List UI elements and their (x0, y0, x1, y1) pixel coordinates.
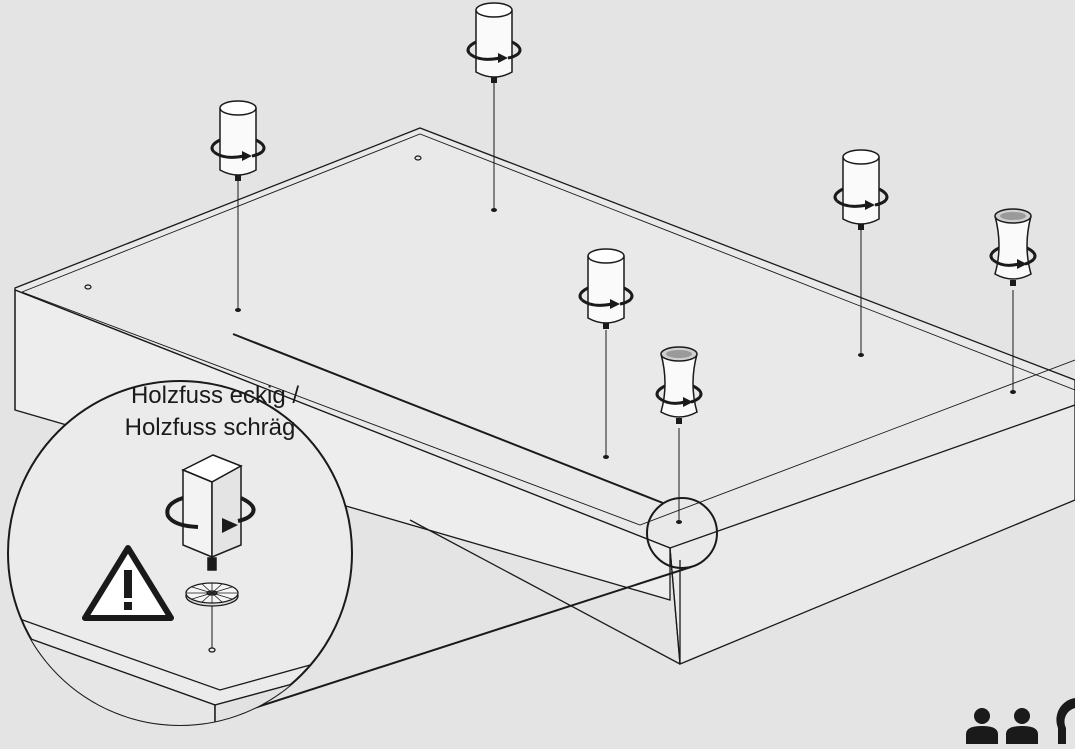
callout-label-line1: Holzfuss eckig / (131, 382, 299, 409)
person-icon (1006, 708, 1038, 744)
footer-icons (966, 698, 1075, 744)
tool-icon (1056, 698, 1075, 744)
person-icon (966, 708, 998, 744)
callout-label-line2: Holzfuss schräg (125, 414, 296, 441)
